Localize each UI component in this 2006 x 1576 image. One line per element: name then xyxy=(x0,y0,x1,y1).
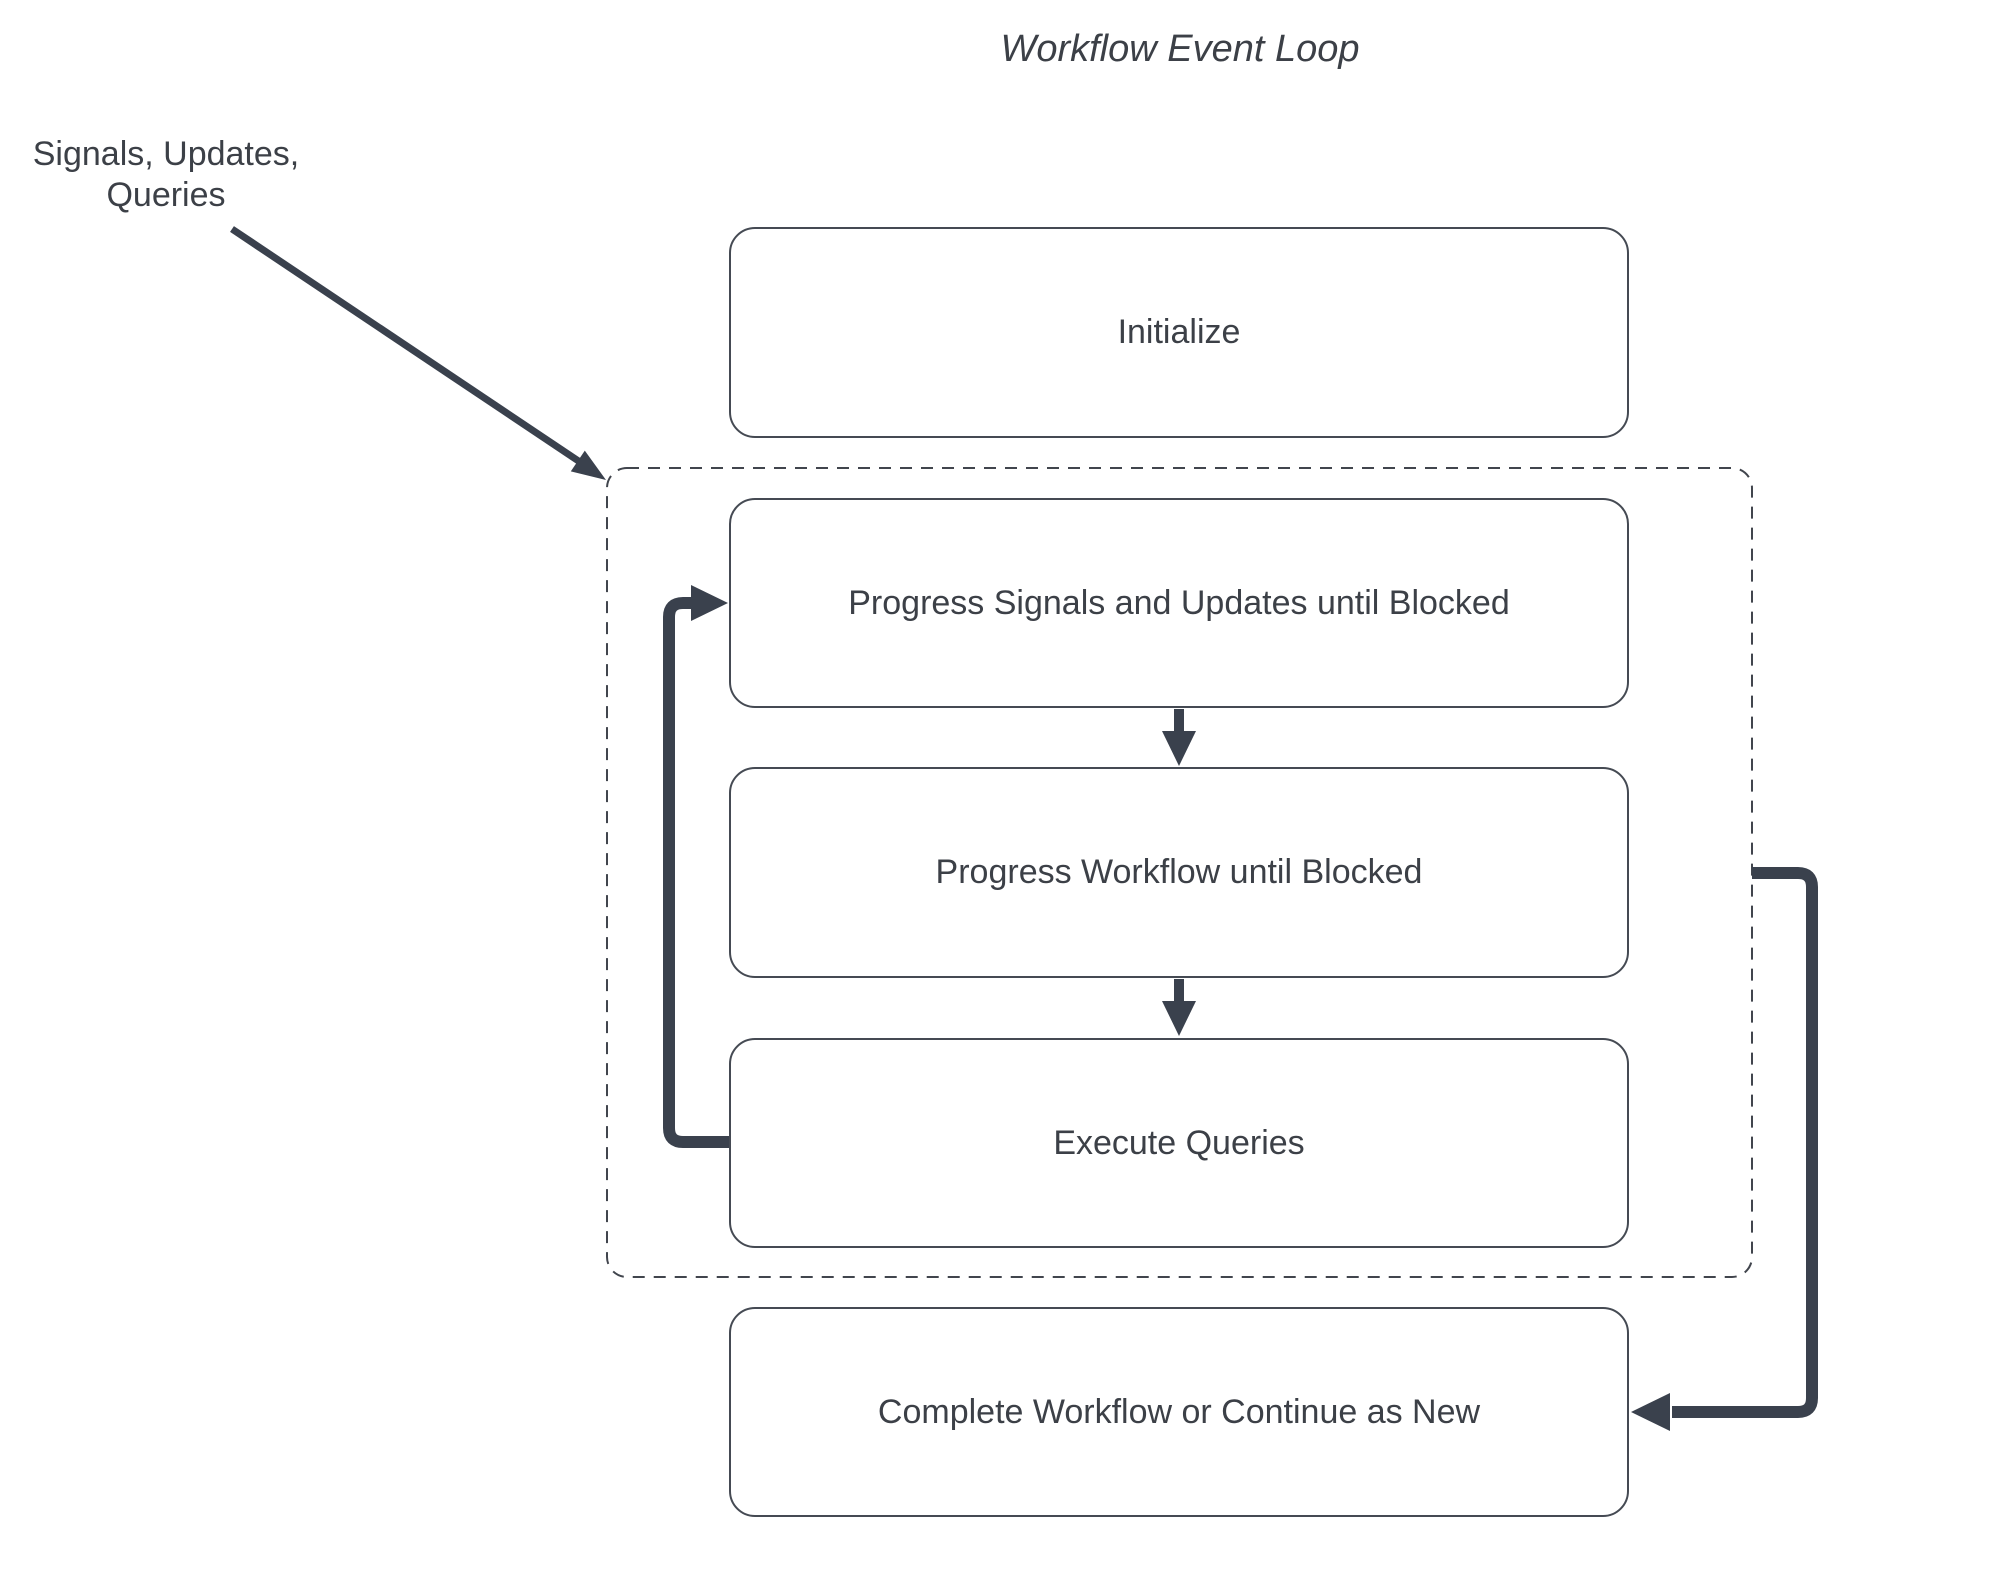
signals-updates-queries-label: Signals, Updates, Queries xyxy=(32,135,300,214)
signals-input-arrow-icon xyxy=(230,226,606,480)
diagram-title: Workflow Event Loop xyxy=(1000,28,1360,70)
down-arrow-2-icon xyxy=(1162,979,1196,1036)
node-progress-signals-updates: Progress Signals and Updates until Block… xyxy=(729,498,1629,708)
node-progress-workflow: Progress Workflow until Blocked xyxy=(729,767,1629,978)
node-complete-workflow-label: Complete Workflow or Continue as New xyxy=(877,1392,1481,1431)
loop-back-arrow-icon xyxy=(663,585,729,1148)
node-execute-queries: Execute Queries xyxy=(729,1038,1629,1248)
node-execute-queries-label: Execute Queries xyxy=(1053,1123,1305,1162)
node-progress-signals-updates-label: Progress Signals and Updates until Block… xyxy=(848,583,1510,622)
node-initialize-label: Initialize xyxy=(1117,313,1241,351)
node-complete-workflow: Complete Workflow or Continue as New xyxy=(729,1307,1629,1517)
down-arrow-1-icon xyxy=(1162,709,1196,766)
complete-exit-arrow-icon xyxy=(1631,867,1818,1431)
node-initialize: Initialize xyxy=(729,227,1629,438)
node-progress-workflow-label: Progress Workflow until Blocked xyxy=(935,853,1423,891)
